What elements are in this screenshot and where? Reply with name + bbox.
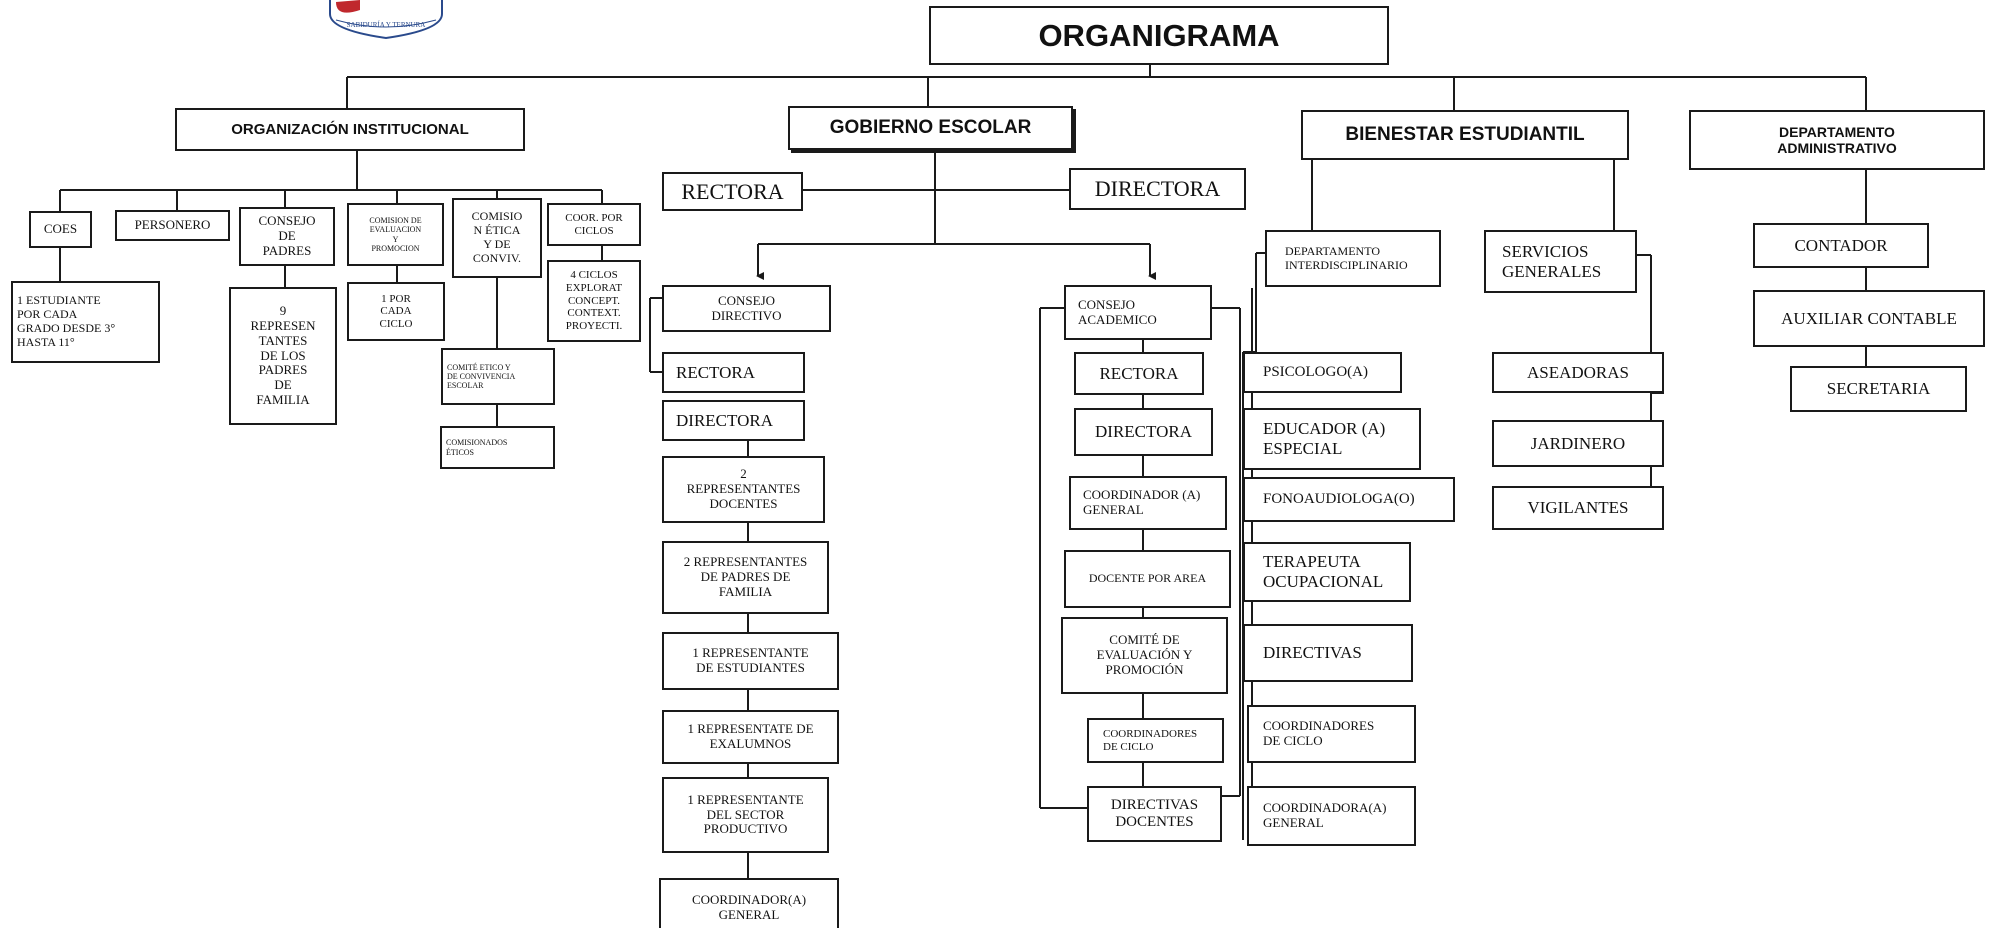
node-servicios-generales: SERVICIOS GENERALES bbox=[1484, 230, 1637, 293]
servicios-item: ASEADORAS bbox=[1492, 352, 1664, 393]
node-consejo-padres-detail: 9 REPRESEN TANTES DE LOS PADRES DE FAMIL… bbox=[229, 287, 337, 425]
consejo-academico-member: DIRECTORA bbox=[1074, 408, 1213, 456]
departamento-item: EDUCADOR (A) ESPECIAL bbox=[1243, 408, 1421, 470]
header-organizacion-institucional: ORGANIZACIÓN INSTITUCIONAL bbox=[175, 108, 525, 151]
school-crest-logo: SABIDURÍA Y TERNURA bbox=[329, 0, 443, 40]
node-comite-etico: COMITÉ ETICO Y DE CONVIVENCIA ESCOLAR bbox=[441, 348, 555, 405]
administrativo-item: SECRETARIA bbox=[1790, 366, 1967, 412]
departamento-item: DIRECTIVAS bbox=[1243, 624, 1413, 682]
consejo-academico-member: COORDINADORES DE CICLO bbox=[1087, 718, 1224, 763]
departamento-item: TERAPEUTA OCUPACIONAL bbox=[1243, 542, 1411, 602]
node-coor-ciclos-detail: 4 CICLOS EXPLORAT CONCEPT. CONTEXT. PROY… bbox=[547, 260, 641, 342]
consejo-directivo-member: COORDINADOR(A) GENERAL bbox=[659, 878, 839, 928]
administrativo-item: CONTADOR bbox=[1753, 223, 1929, 268]
consejo-directivo-member: 2 REPRESENTANTES DOCENTES bbox=[662, 456, 825, 523]
header-departamento-administrativo: DEPARTAMENTO ADMINISTRATIVO bbox=[1689, 110, 1985, 170]
logo-motto: SABIDURÍA Y TERNURA bbox=[347, 21, 426, 29]
administrativo-item: AUXILIAR CONTABLE bbox=[1753, 290, 1985, 347]
node-comision-evaluacion-detail: 1 POR CADA CICLO bbox=[347, 282, 445, 341]
departamento-item: COORDINADORA(A) GENERAL bbox=[1247, 786, 1416, 846]
servicios-item: VIGILANTES bbox=[1492, 486, 1664, 530]
node-coes-detail: 1 ESTUDIANTE POR CADA GRADO DESDE 3° HAS… bbox=[11, 281, 160, 363]
departamento-item: COORDINADORES DE CICLO bbox=[1247, 705, 1416, 763]
node-personero: PERSONERO bbox=[115, 210, 230, 241]
node-consejo-de-padres: CONSEJO DE PADRES bbox=[239, 207, 335, 266]
node-comision-etica: COMISIO N ÉTICA Y DE CONVIV. bbox=[452, 198, 542, 278]
consejo-directivo-member: 1 REPRESENTANTE DE ESTUDIANTES bbox=[662, 632, 839, 690]
departamento-item: FONOAUDIOLOGA(O) bbox=[1243, 477, 1455, 522]
node-comision-evaluacion: COMISION DE EVALUACION Y PROMOCION bbox=[347, 203, 444, 266]
node-comisionados-eticos: COMISIONADOS ÉTICOS bbox=[440, 426, 555, 469]
consejo-directivo-member: RECTORA bbox=[662, 352, 805, 393]
servicios-item: JARDINERO bbox=[1492, 420, 1664, 467]
node-coor-por-ciclos: COOR. POR CICLOS bbox=[547, 203, 641, 246]
node-gobierno-rectora: RECTORA bbox=[662, 172, 803, 211]
consejo-academico-member: COORDINADOR (A) GENERAL bbox=[1069, 476, 1227, 530]
consejo-academico-member: DOCENTE POR AREA bbox=[1064, 550, 1231, 608]
consejo-directivo-member: 1 REPRESENTANTE DEL SECTOR PRODUCTIVO bbox=[662, 777, 829, 853]
header-bienestar-estudiantil: BIENESTAR ESTUDIANTIL bbox=[1301, 110, 1629, 160]
consejo-academico-member: DIRECTIVAS DOCENTES bbox=[1087, 786, 1222, 842]
consejo-directivo-member: 1 REPRESENTATE DE EXALUMNOS bbox=[662, 710, 839, 764]
consejo-directivo-member: 2 REPRESENTANTES DE PADRES DE FAMILIA bbox=[662, 541, 829, 614]
consejo-academico-member: RECTORA bbox=[1074, 352, 1204, 395]
consejo-academico-member: COMITÉ DE EVALUACIÓN Y PROMOCIÓN bbox=[1061, 617, 1228, 694]
node-consejo-academico: CONSEJO ACADEMICO bbox=[1064, 285, 1212, 340]
page-title: ORGANIGRAMA bbox=[929, 6, 1389, 65]
consejo-directivo-member: DIRECTORA bbox=[662, 400, 805, 441]
node-consejo-directivo: CONSEJO DIRECTIVO bbox=[662, 285, 831, 332]
header-gobierno-escolar: GOBIERNO ESCOLAR bbox=[788, 106, 1073, 150]
departamento-item: PSICOLOGO(A) bbox=[1243, 352, 1402, 393]
node-gobierno-directora: DIRECTORA bbox=[1069, 168, 1246, 210]
node-departamento-interdisciplinario: DEPARTAMENTO INTERDISCIPLINARIO bbox=[1265, 230, 1441, 287]
node-coes: COES bbox=[29, 211, 92, 248]
